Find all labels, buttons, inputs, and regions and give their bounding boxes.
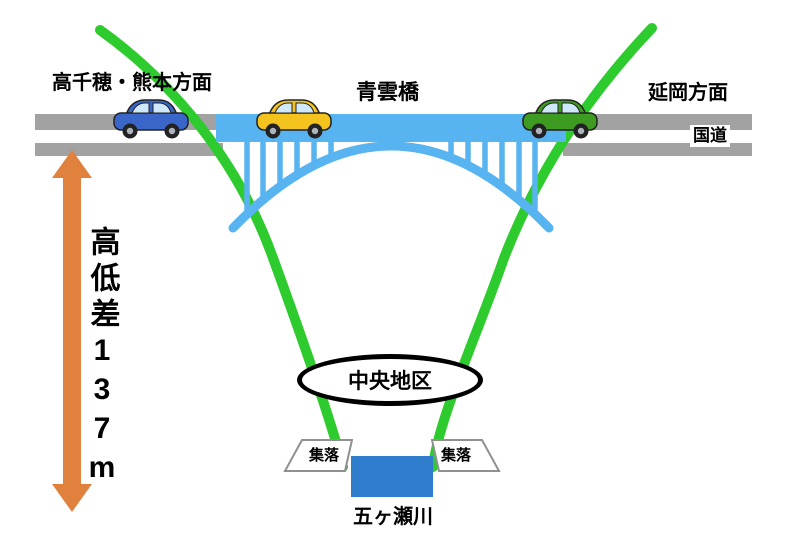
road-bottom-stripe-left xyxy=(35,143,223,156)
green-car-icon xyxy=(522,99,598,139)
central-district-ellipse: 中央地区 xyxy=(297,354,483,406)
settlement-left-label: 集落 xyxy=(309,447,340,464)
valley-right-slope xyxy=(428,23,657,472)
road-label: 国道 xyxy=(690,125,730,147)
river-name-label: 五ヶ瀬川 xyxy=(353,506,433,528)
yellow-car-icon xyxy=(256,99,332,139)
valley-left-slope xyxy=(95,25,348,472)
settlement-right-label: 集落 xyxy=(441,447,472,464)
settlement-right-shape xyxy=(430,439,501,472)
bridge-name-label: 青雲橋 xyxy=(356,81,419,104)
blue-car-icon xyxy=(113,99,189,139)
bridge-arch xyxy=(228,141,554,233)
central-district-label: 中央地区 xyxy=(348,370,432,393)
height-arrow-icon xyxy=(52,150,92,512)
bridge-struts xyxy=(244,141,538,212)
direction-label-right: 延岡方面 xyxy=(648,82,728,104)
height-difference-label: 高低差137m xyxy=(85,226,119,490)
settlement-left-shape xyxy=(283,439,354,472)
river-block xyxy=(351,456,433,497)
direction-label-left: 高千穂・熊本方面 xyxy=(52,72,212,94)
